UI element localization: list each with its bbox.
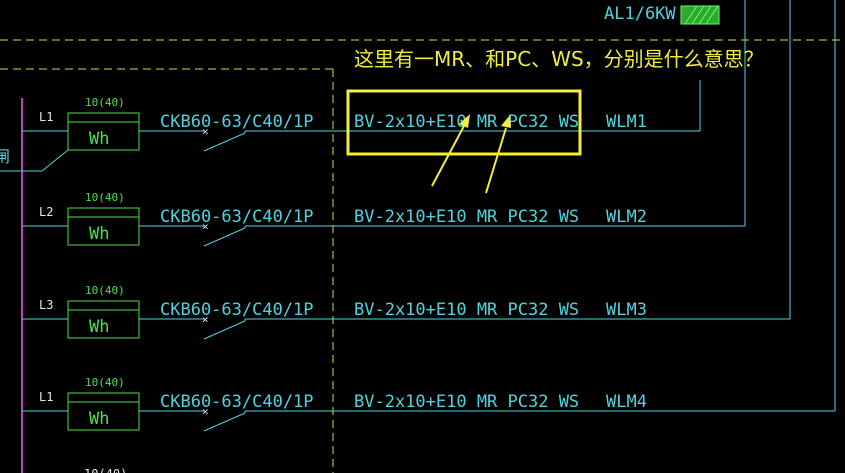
circuit-row: L1 10(40) Wh ×CKB60-63/C40/1P BV-2x10+E10 MR… xyxy=(22,376,835,432)
question-text: 这里有一MR、和PC、WS，分别是什么意思？ xyxy=(354,47,764,71)
highlight-box xyxy=(346,89,582,156)
breaker-switch xyxy=(203,227,246,247)
meter-rating: 10(40) xyxy=(85,191,125,204)
breaker-label: CKB60-63/C40/1P xyxy=(160,112,314,132)
breaker-label: CKB60-63/C40/1P xyxy=(160,300,314,320)
edge-glyph: 闸 xyxy=(0,147,10,166)
phase-label: L3 xyxy=(39,298,53,312)
phase-label: L1 xyxy=(39,110,53,124)
arrow-pc xyxy=(485,115,511,194)
meter-rating: 10(40) xyxy=(85,96,125,109)
breaker-switch xyxy=(203,320,246,340)
phase-label: L2 xyxy=(39,205,53,219)
loop-label: WLM4 xyxy=(606,392,647,412)
panel-label: AL1/6KW xyxy=(604,4,676,24)
cable-spec: BV-2x10+E10 MR PC32 WS xyxy=(354,300,579,320)
panel-symbol-hatch xyxy=(684,5,719,25)
meter-label: Wh xyxy=(89,129,109,149)
breaker-switch xyxy=(203,132,246,152)
arrow-mr xyxy=(431,114,470,187)
meter-label: Wh xyxy=(89,317,109,337)
circuit-row: L3 10(40) Wh ×CKB60-63/C40/1P BV-2x10+E10 MR… xyxy=(22,284,790,340)
phase-label: L1 xyxy=(39,390,53,404)
breaker-cross: × xyxy=(202,220,209,233)
partial-meter-rating: 10(40) xyxy=(84,467,127,473)
breaker-cross: × xyxy=(202,405,209,418)
breaker-label: CKB60-63/C40/1P xyxy=(160,392,314,412)
meter-rating: 10(40) xyxy=(85,284,125,297)
loop-label: WLM2 xyxy=(606,207,647,227)
circuit-row: L2 10(40) Wh ×CKB60-63/C40/1P BV-2x10+E10 MR… xyxy=(22,191,745,247)
cable-spec: BV-2x10+E10 MR PC32 WS xyxy=(354,392,579,412)
cable-spec: BV-2x10+E10 MR PC32 WS xyxy=(354,207,579,227)
breaker-label: CKB60-63/C40/1P xyxy=(160,207,314,227)
loop-label: WLM3 xyxy=(606,300,647,320)
loop-label: WLM1 xyxy=(606,112,647,132)
meter-rating: 10(40) xyxy=(85,376,125,389)
meter-label: Wh xyxy=(89,409,109,429)
breaker-cross: × xyxy=(202,125,209,138)
breaker-cross: × xyxy=(202,313,209,326)
breaker-switch xyxy=(203,412,246,432)
feed-line-diag xyxy=(41,149,69,172)
meter-label: Wh xyxy=(89,224,109,244)
